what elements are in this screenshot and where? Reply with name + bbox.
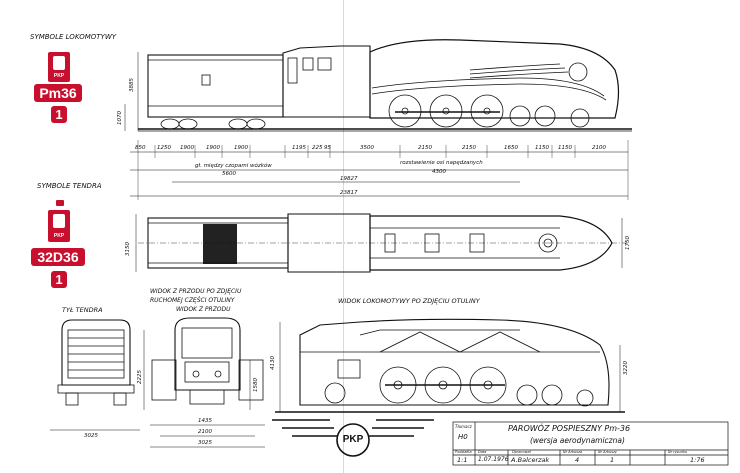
tank-note: gł. między czopami wózków xyxy=(195,163,272,169)
front-width-1: 1435 xyxy=(198,418,212,424)
loco-number-plate: 1 xyxy=(51,106,67,123)
front-width-2: 2100 xyxy=(198,429,212,435)
dim-value: 3500 xyxy=(360,145,374,151)
dim-value: 2100 xyxy=(592,145,606,151)
pkp-logo-text: PKP xyxy=(342,434,364,445)
loco-emblem-text: PKP xyxy=(53,73,65,79)
dim-value: 95 xyxy=(324,145,331,151)
driving-wheels xyxy=(388,94,590,128)
tb-val-sheet: 4 xyxy=(575,456,580,464)
total-length-2: 23817 xyxy=(340,190,358,196)
tb-col-date: Data xyxy=(478,450,487,454)
side-height-dim-2: 3220 xyxy=(623,361,629,375)
wheelbase-value: 4300 xyxy=(432,169,446,175)
page-fold xyxy=(343,0,344,473)
front-closed-label-1: WIDOK Z PRZODU PO ZDJĘCIU xyxy=(150,288,242,295)
tb-val-scale: 1:1 xyxy=(457,456,468,464)
tender-emblem-text: PKP xyxy=(53,233,65,239)
tb-col-sheets: Nr Arkuszy xyxy=(598,450,617,454)
front-height-dim-2: 1580 xyxy=(253,378,259,392)
front-closed-label-2: RUCHOMEJ CZĘŚCI OTULINY xyxy=(150,297,235,304)
side-height-dim: 4130 xyxy=(270,356,276,370)
loco-side-uncovered-view xyxy=(275,318,625,413)
loco-code-plate: Pm36 xyxy=(34,84,82,102)
width-top-dim-2: 1750 xyxy=(625,236,631,250)
dim-value: 1250 xyxy=(157,145,171,151)
tender-rear-view xyxy=(50,319,140,431)
tender-code-plate: 32D36 xyxy=(31,248,85,266)
loco-symbols-heading: SYMBOLE LOKOMOTYWY xyxy=(30,33,117,41)
rear-width: 3025 xyxy=(84,433,98,439)
dim-value: 1900 xyxy=(180,145,194,151)
tb-val-author: A.Balcerzak xyxy=(511,456,550,464)
front-width-3: 3025 xyxy=(198,440,212,446)
dim-value: 225 xyxy=(312,145,323,151)
rear-tender-label: TYŁ TENDRA xyxy=(62,306,103,314)
wheelbase-note: rozstawienie osi napędzanych xyxy=(400,160,483,166)
dim-value: 1900 xyxy=(206,145,220,151)
dim-value: 2150 xyxy=(418,145,432,151)
tender-emblem: PKP xyxy=(48,200,70,244)
tb-col-scale: Podziałka xyxy=(455,450,472,454)
front-view-label: WIDOK Z PRZODU xyxy=(176,306,231,313)
height-dim: 3885 xyxy=(129,78,135,92)
dim-value: 1150 xyxy=(535,145,549,151)
tender-wheels xyxy=(160,118,266,130)
dim-value: 1195 xyxy=(292,145,306,151)
tb-header-translator: Tłumacz xyxy=(455,424,472,429)
side-uncovered-label: WIDOK LOKOMOTYWY PO ZDJĘCIU OTULINY xyxy=(338,297,480,305)
width-top-dim: 3150 xyxy=(125,242,131,256)
tb-col-sheet: Nr Arkusza xyxy=(563,450,583,454)
total-length-1: 19827 xyxy=(340,176,358,182)
tb-val-date: 1.07.1976 xyxy=(478,456,509,463)
title-block-frame xyxy=(452,421,729,466)
loco-top-view xyxy=(135,213,630,273)
dim-value: 2150 xyxy=(462,145,476,151)
tb-val-sheets: 1 xyxy=(610,456,615,464)
pkp-logo-graphic xyxy=(272,419,434,457)
dim-value: 1650 xyxy=(504,145,518,151)
front-height-dim: 2225 xyxy=(137,370,143,384)
front-views xyxy=(143,317,265,448)
dim-value: 850 xyxy=(135,145,146,151)
loco-side-view xyxy=(124,39,632,200)
tb-scale-h0: H0 xyxy=(458,433,468,441)
eagle-icon xyxy=(53,214,65,228)
height-dim-2: 1070 xyxy=(117,111,123,125)
eagle-icon xyxy=(53,56,65,70)
tank-value: 5600 xyxy=(222,171,236,177)
tb-col-author: Opracował xyxy=(512,450,531,454)
tender-number-plate: 1 xyxy=(51,271,67,288)
dim-value: 1150 xyxy=(558,145,572,151)
dim-value: 1900 xyxy=(234,145,248,151)
tb-title-2: (wersja aerodynamiczna) xyxy=(530,436,625,445)
tb-val-drawing: 1:76 xyxy=(690,456,705,464)
tb-title-1: PAROWÓZ POSPIESZNY Pm-36 xyxy=(508,424,631,433)
tender-symbols-heading: SYMBOLE TENDRA xyxy=(37,182,102,190)
loco-emblem: PKP xyxy=(48,52,70,82)
tb-col-drawing: Nr rysunku xyxy=(668,450,688,454)
